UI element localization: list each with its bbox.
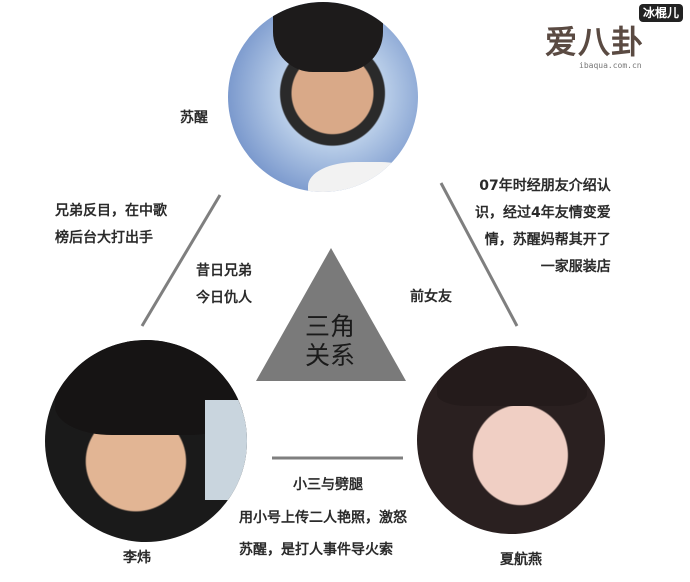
center-label: 三角 关系 [305, 312, 355, 370]
logo-tag: 冰棍儿 [638, 4, 683, 22]
background [205, 400, 247, 500]
photo-left-person [45, 340, 247, 542]
text-line: 苏醒，是打人事件导火索 [239, 542, 393, 558]
relation-bottom-text: 用小号上传二人艳照，激怒 苏醒，是打人事件导火索 [239, 502, 407, 566]
logo-text: 爱八卦 [545, 23, 645, 61]
photo-right-person [417, 346, 605, 534]
logo-url: ibaqua.com.cn [579, 61, 642, 70]
relation-right-inner: 前女友 [410, 289, 452, 305]
shirt [308, 162, 418, 192]
photo-top-person [228, 2, 418, 192]
watermark-logo: 冰棍儿 爱八卦 ibaqua.com.cn [545, 4, 685, 72]
text-line: 兄弟反目，在中歌 [55, 203, 167, 219]
hair [273, 2, 383, 72]
relation-left-inner: 昔日兄弟 今日仇人 [196, 258, 252, 312]
text-line: 识，经过4年友情变爱 [475, 205, 611, 221]
left-connector-line [140, 194, 222, 327]
name-right: 夏航燕 [500, 552, 542, 568]
text-line: 一家服装店 [540, 259, 611, 275]
relation-bottom-title: 小三与劈腿 [293, 477, 363, 493]
text-line: 用小号上传二人艳照，激怒 [239, 510, 407, 526]
name-left: 李炜 [123, 550, 151, 566]
hair [437, 346, 587, 406]
text-line: 今日仇人 [196, 290, 252, 306]
center-triangle [256, 248, 406, 381]
relation-right-outer: 07年时经朋友介绍认 识，经过4年友情变爱 情，苏醒妈帮其开了 一家服装店 [475, 173, 611, 281]
text-line: 情，苏醒妈帮其开了 [484, 232, 611, 248]
text-line: 榜后台大打出手 [55, 230, 153, 246]
text-line: 昔日兄弟 [196, 263, 252, 279]
relation-left-outer: 兄弟反目，在中歌 榜后台大打出手 [55, 198, 167, 252]
text-line: 07年时经朋友介绍认 [479, 178, 611, 194]
name-top: 苏醒 [180, 110, 208, 126]
center-label-line: 三角 [305, 312, 356, 341]
center-label-line: 关系 [305, 341, 356, 370]
right-connector-line [439, 182, 519, 327]
